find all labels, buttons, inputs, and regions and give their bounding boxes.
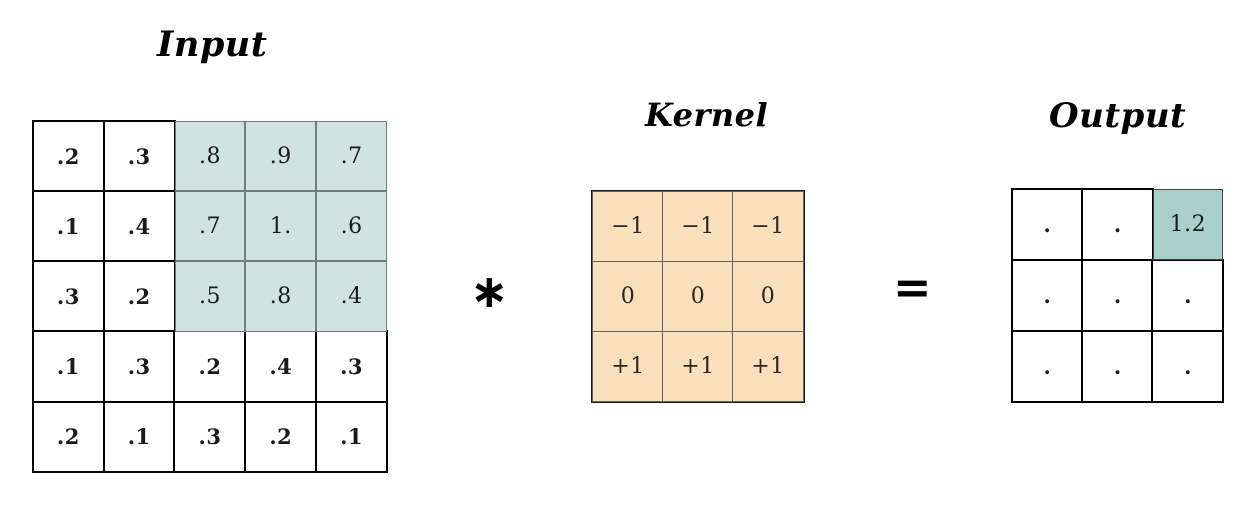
kernel-cell-r2c2: +1 (732, 330, 804, 402)
output-cell-r0c2: 1.2 (1152, 189, 1223, 260)
kernel-cell-r0c1: −1 (662, 191, 734, 263)
input-title: Input (157, 24, 268, 65)
input-cell-r0c0: .2 (31, 119, 106, 193)
output-title: Output (1049, 96, 1187, 136)
input-cell-r2c4: .4 (316, 261, 387, 332)
input-cell-r3c3: .4 (244, 330, 318, 404)
equals-operator-icon: = (893, 260, 932, 314)
output-cell-r1c1: . (1081, 258, 1154, 333)
input-cell-r3c1: .3 (102, 330, 176, 404)
input-cell-r1c4: .6 (316, 191, 387, 262)
input-cell-r4c3: .2 (244, 400, 318, 474)
input-cell-r4c0: .2 (31, 400, 106, 474)
input-cell-r0c1: .3 (102, 119, 176, 193)
output-cell-r2c1: . (1081, 329, 1154, 404)
input-cell-r1c1: .4 (102, 189, 176, 263)
input-cell-r1c2: .7 (174, 191, 246, 262)
output-grid: . . 1.2 . . . . . . (1010, 187, 1225, 404)
input-cell-r4c4: .1 (314, 400, 389, 474)
input-cell-r0c4: .7 (316, 121, 387, 192)
input-cell-r2c0: .3 (31, 260, 106, 333)
kernel-cell-r0c0: −1 (592, 191, 664, 263)
kernel-cell-r2c0: +1 (592, 330, 664, 402)
kernel-cell-r0c2: −1 (732, 191, 804, 263)
input-cell-r3c4: .3 (314, 330, 389, 404)
output-cell-r2c0: . (1010, 329, 1084, 404)
input-cell-r2c3: .8 (245, 261, 317, 332)
kernel-cell-r1c0: 0 (592, 261, 664, 332)
input-cell-r2c2: .5 (174, 261, 246, 332)
input-cell-r4c2: .3 (173, 400, 247, 474)
output-cell-r1c0: . (1010, 258, 1084, 333)
input-cell-r4c1: .1 (102, 400, 176, 474)
input-cell-r3c0: .1 (31, 330, 106, 404)
input-cell-r1c3: 1. (245, 191, 317, 262)
output-cell-r1c2: . (1151, 258, 1225, 333)
output-cell-r0c0: . (1010, 187, 1084, 262)
kernel-title: Kernel (645, 96, 769, 134)
input-cell-r2c1: .2 (102, 260, 176, 333)
kernel-cell-r1c2: 0 (732, 261, 804, 332)
input-cell-r3c2: .2 (173, 330, 247, 404)
output-cell-r2c2: . (1151, 329, 1225, 404)
output-cell-r0c1: . (1081, 187, 1154, 262)
kernel-cell-r2c1: +1 (662, 330, 734, 402)
convolution-operator-icon: ∗ (470, 264, 509, 318)
kernel-cell-r1c1: 0 (662, 261, 734, 332)
input-grid: .2 .3 .8 .9 .7 .1 .4 .7 1. .6 .3 .2 .5 .… (31, 119, 389, 474)
input-cell-r1c0: .1 (31, 189, 106, 263)
kernel-grid: −1 −1 −1 0 0 0 +1 +1 +1 (591, 190, 805, 403)
input-cell-r0c3: .9 (245, 121, 317, 192)
input-cell-r0c2: .8 (174, 121, 246, 192)
